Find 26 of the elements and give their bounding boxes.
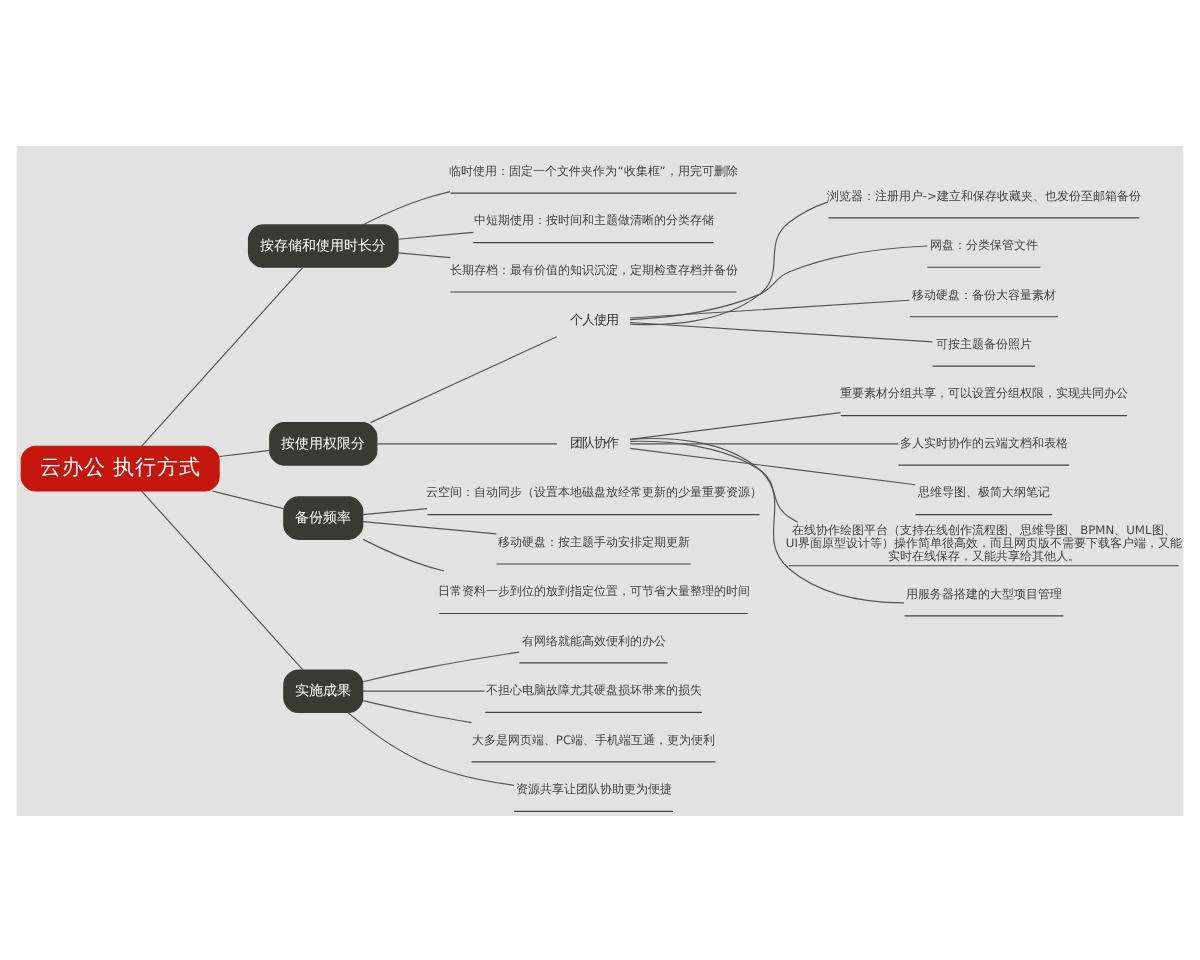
connector xyxy=(362,537,445,571)
connector xyxy=(211,489,285,509)
connector xyxy=(362,507,428,515)
connector xyxy=(141,265,304,446)
connector xyxy=(629,439,799,522)
connector xyxy=(362,650,520,682)
connector xyxy=(629,442,899,444)
connector xyxy=(397,230,474,239)
connector xyxy=(141,489,304,670)
connector xyxy=(362,190,451,225)
connector xyxy=(629,200,829,325)
connector xyxy=(629,244,928,320)
connector xyxy=(362,520,497,534)
connector xyxy=(369,335,558,423)
connector xyxy=(629,436,905,603)
connector xyxy=(218,448,271,457)
connector xyxy=(397,251,451,258)
connector xyxy=(362,689,486,691)
connector xyxy=(629,298,910,318)
connector xyxy=(629,320,933,342)
connector xyxy=(376,442,558,444)
connector xyxy=(629,446,916,485)
connector xyxy=(362,699,473,723)
connector xyxy=(629,411,842,439)
node-box: 云办公 执行方式 xyxy=(20,444,220,491)
connector xyxy=(347,711,515,785)
